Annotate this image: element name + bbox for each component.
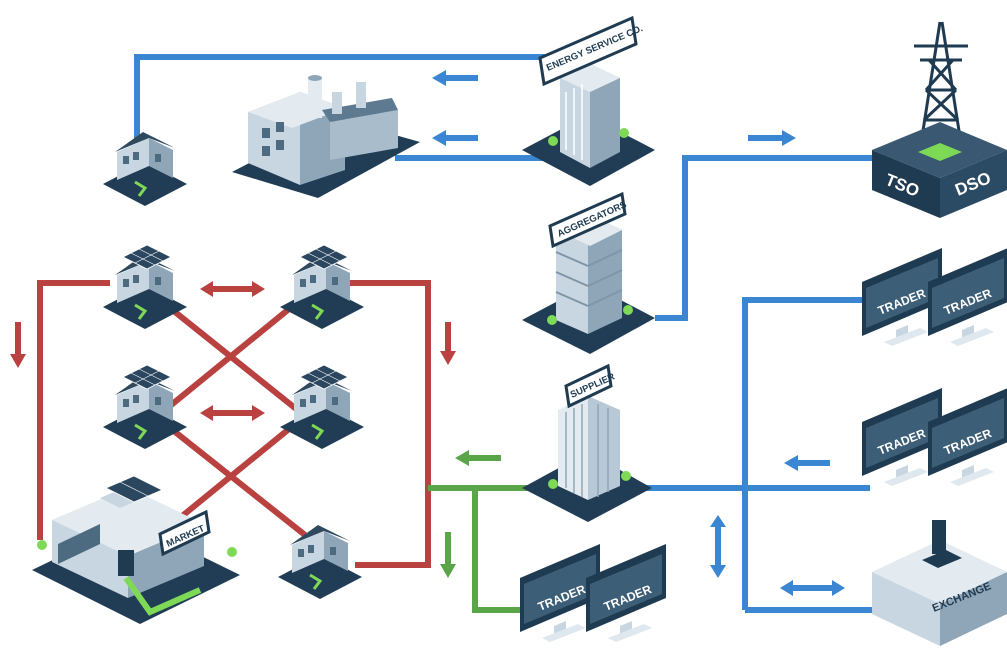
blue-arrow-vertical-double (710, 515, 726, 578)
solar-house-icon (101, 244, 189, 331)
green-arrow-left (455, 450, 501, 466)
solar-house-icon (101, 364, 189, 451)
solar-house-icon (278, 244, 366, 331)
market-building-icon: MARKET (32, 475, 240, 624)
red-arrow-horizontal-double (200, 281, 265, 297)
blue-arrow-horizontal-double (780, 580, 845, 596)
green-arrow-down (440, 532, 456, 578)
consumer-house (101, 130, 189, 208)
transmission-tower-icon (914, 21, 968, 151)
office-tower-icon (522, 214, 655, 354)
office-tower-icon (522, 396, 652, 522)
consumer-house (276, 523, 364, 601)
grid-operator-box: TSO DSO (872, 122, 1007, 218)
flow-arrows (10, 70, 845, 596)
blue-connection-lines (134, 54, 880, 613)
red-connection-lines (37, 280, 431, 568)
blue-arrow-right (748, 130, 796, 146)
blue-arrow-left (432, 70, 830, 471)
red-arrow-down (440, 322, 456, 365)
factory-icon (232, 75, 420, 198)
red-arrow-down (10, 322, 26, 368)
red-arrow-horizontal-double (200, 405, 265, 421)
office-tower-icon (522, 64, 655, 186)
exchange-box-icon: EXCHANGE (872, 520, 1007, 646)
